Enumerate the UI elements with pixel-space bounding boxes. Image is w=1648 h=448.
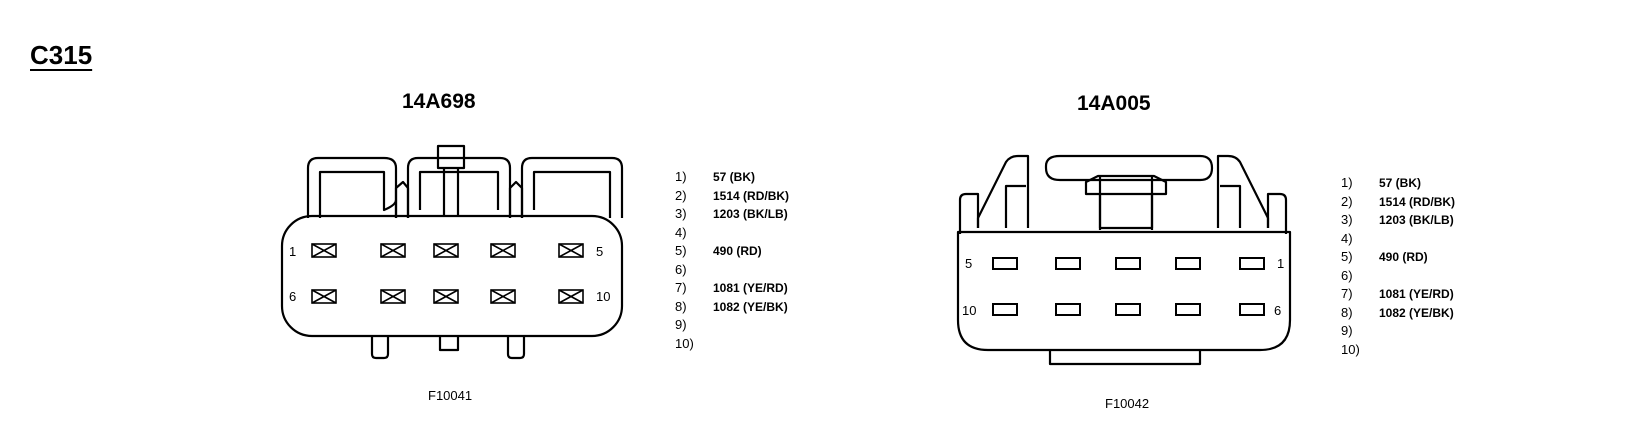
pin-number: 1) <box>1341 175 1353 190</box>
terminal-cavity <box>1175 303 1201 316</box>
connector-name-14a698: 14A698 <box>402 90 476 113</box>
pin-number: 10) <box>1341 341 1360 357</box>
pin-wire: 490 (RD) <box>1379 250 1428 264</box>
pin-row: 8) 1082 (YE/BK) <box>675 298 789 317</box>
terminal-cavity <box>558 243 584 258</box>
pin-row: 6) <box>675 261 789 280</box>
pin-row: 2) 1514 (RD/BK) <box>675 187 789 206</box>
terminal-cavity <box>1239 303 1265 316</box>
pin-row: 4) <box>1341 230 1455 249</box>
pin-label-6: 6 <box>1274 303 1282 318</box>
terminal-cavity <box>1055 257 1081 270</box>
terminal-cavity <box>490 289 516 304</box>
pin-wire: 1082 (YE/BK) <box>1379 305 1454 320</box>
pin-number: 3) <box>1341 212 1353 227</box>
pin-wire: 490 (RD) <box>713 244 762 258</box>
pin-label-5: 5 <box>965 256 973 271</box>
pin-number: 8) <box>1341 304 1353 320</box>
pin-row: 3) 1203 (BK/LB) <box>1341 211 1455 230</box>
pin-label-5: 5 <box>596 244 604 259</box>
pin-number: 6) <box>675 261 687 277</box>
pin-wire: 1203 (BK/LB) <box>1379 213 1454 227</box>
pin-number: 6) <box>1341 267 1353 283</box>
pin-label-1: 1 <box>1277 256 1285 271</box>
terminal-cavity <box>558 289 584 304</box>
pin-row: 10) <box>675 335 789 354</box>
pin-row: 5) 490 (RD) <box>675 242 789 261</box>
pin-row: 3) 1203 (BK/LB) <box>675 205 789 224</box>
pin-row: 4) <box>675 224 789 243</box>
terminal-cavity <box>433 243 459 258</box>
pin-wire: 57 (BK) <box>713 170 756 184</box>
terminal-cavity <box>380 289 406 304</box>
pin-number: 3) <box>675 206 687 221</box>
pin-label-10: 10 <box>962 303 977 318</box>
pin-number: 2) <box>1341 193 1353 209</box>
pin-number: 2) <box>675 187 687 203</box>
pin-number: 7) <box>675 280 687 295</box>
pin-number: 9) <box>1341 323 1353 338</box>
pin-wire: 1514 (RD/BK) <box>1379 194 1456 209</box>
terminal-cavity <box>1175 257 1201 270</box>
pin-wire: 1514 (RD/BK) <box>713 188 790 203</box>
terminal-cavity <box>992 257 1018 270</box>
pin-row: 9) <box>1341 322 1455 341</box>
diagram-title: C315 <box>30 40 93 70</box>
pin-row: 10) <box>1341 341 1455 360</box>
terminal-cavity <box>433 289 459 304</box>
pin-number: 5) <box>675 243 687 258</box>
terminal-cavity <box>1239 257 1265 270</box>
terminal-cavity <box>380 243 406 258</box>
pin-row: 5) 490 (RD) <box>1341 248 1455 267</box>
pin-number: 5) <box>1341 249 1353 264</box>
terminal-cavity <box>311 289 337 304</box>
figure-id-f10041: F10041 <box>428 388 473 403</box>
pin-row: 6) <box>1341 267 1455 286</box>
pin-number: 8) <box>675 298 687 314</box>
pin-row: 2) 1514 (RD/BK) <box>1341 193 1455 212</box>
terminal-cavity <box>490 243 516 258</box>
pin-row: 9) <box>675 316 789 335</box>
pin-row: 1) 57 (BK) <box>1341 174 1455 193</box>
connector-name-14a005: 14A005 <box>1077 92 1151 115</box>
pin-row: 7) 1081 (YE/RD) <box>675 279 789 298</box>
terminal-cavity <box>311 243 337 258</box>
pin-number: 7) <box>1341 286 1353 301</box>
pin-row: 8) 1082 (YE/BK) <box>1341 304 1455 323</box>
pin-wire: 1081 (YE/RD) <box>1379 287 1454 301</box>
pin-label-10: 10 <box>596 289 611 304</box>
terminal-cavity <box>1115 257 1141 270</box>
pin-wire: 57 (BK) <box>1379 176 1422 190</box>
pin-row: 7) 1081 (YE/RD) <box>1341 285 1455 304</box>
terminal-cavity <box>1055 303 1081 316</box>
terminal-cavity <box>1115 303 1141 316</box>
pin-wire: 1081 (YE/RD) <box>713 281 788 295</box>
pin-row: 1) 57 (BK) <box>675 168 789 187</box>
pin-number: 10) <box>675 335 694 351</box>
pin-label-1: 1 <box>289 244 297 259</box>
pin-wire: 1082 (YE/BK) <box>713 299 788 314</box>
pin-number: 4) <box>1341 230 1353 246</box>
pin-list-14a005: 1)57 (BK) 2)1514 (RD/BK) 3)1203 (BK/LB) … <box>1341 174 1455 359</box>
pin-wire: 1203 (BK/LB) <box>713 207 788 221</box>
terminal-cavity <box>992 303 1018 316</box>
pin-number: 4) <box>675 224 687 240</box>
pin-number: 1) <box>675 169 687 184</box>
figure-id-f10042: F10042 <box>1105 396 1150 411</box>
pin-number: 9) <box>675 317 687 332</box>
pin-list-14a698: 1)57 (BK) 2)1514 (RD/BK) 3)1203 (BK/LB) … <box>675 168 789 353</box>
pin-label-6: 6 <box>289 289 297 304</box>
